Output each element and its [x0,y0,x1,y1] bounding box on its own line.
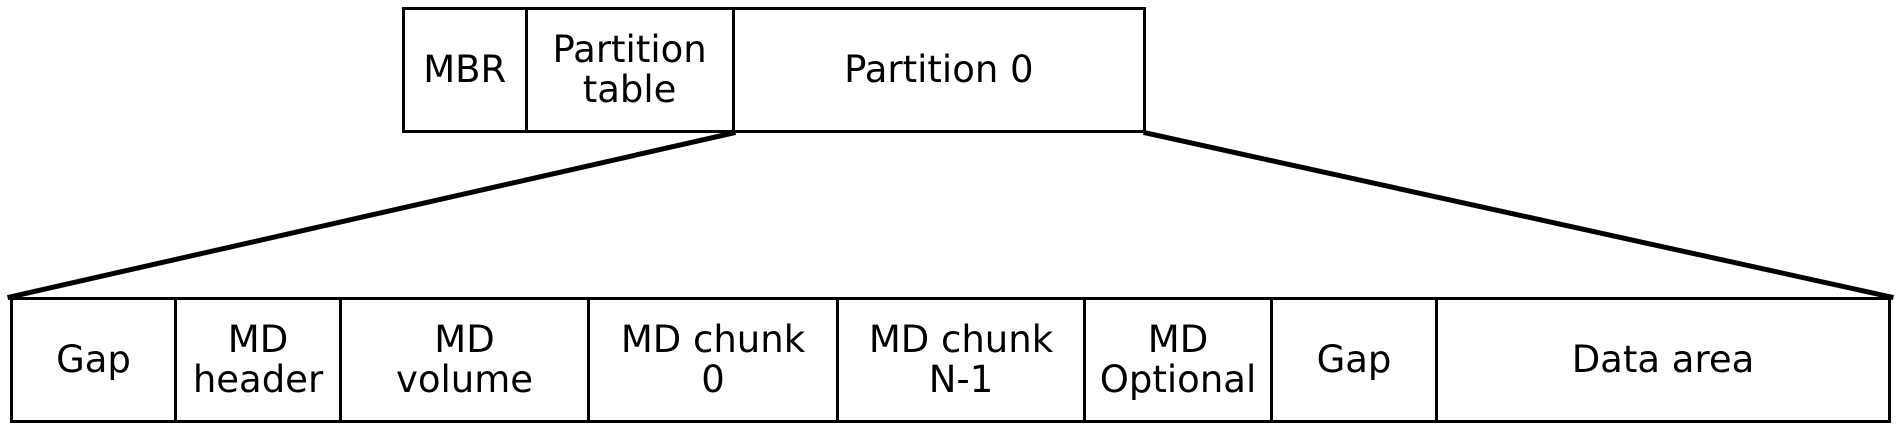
disk-layout-bar: MBR Partition table Partition 0 [402,7,1146,133]
cell-partition-0[interactable]: Partition 0 [844,48,1034,92]
expand-line-right-icon [1143,130,1894,300]
cell-md-chunk-0[interactable]: MD chunk 0 [590,300,839,420]
cell-partition-table[interactable]: Partition table [528,10,735,130]
cell-md-chunk-n-1[interactable]: MD chunk N-1 [839,300,1086,420]
cell-md-optional[interactable]: MD Optional [1086,300,1273,420]
cell-data-area[interactable]: Data area [1571,338,1755,382]
cell-gap-leading[interactable]: Gap [13,300,177,420]
partition-detail-bar: Gap MD header MD volume MD chunk 0 MD ch… [10,297,1891,423]
cell-md-volume[interactable]: MD volume [342,300,590,420]
expand-line-left-icon [7,130,736,300]
cell-mbr[interactable]: MBR [405,10,528,130]
cell-md-header[interactable]: MD header [177,300,342,420]
cell-gap-trailing[interactable]: Gap [1273,300,1438,420]
